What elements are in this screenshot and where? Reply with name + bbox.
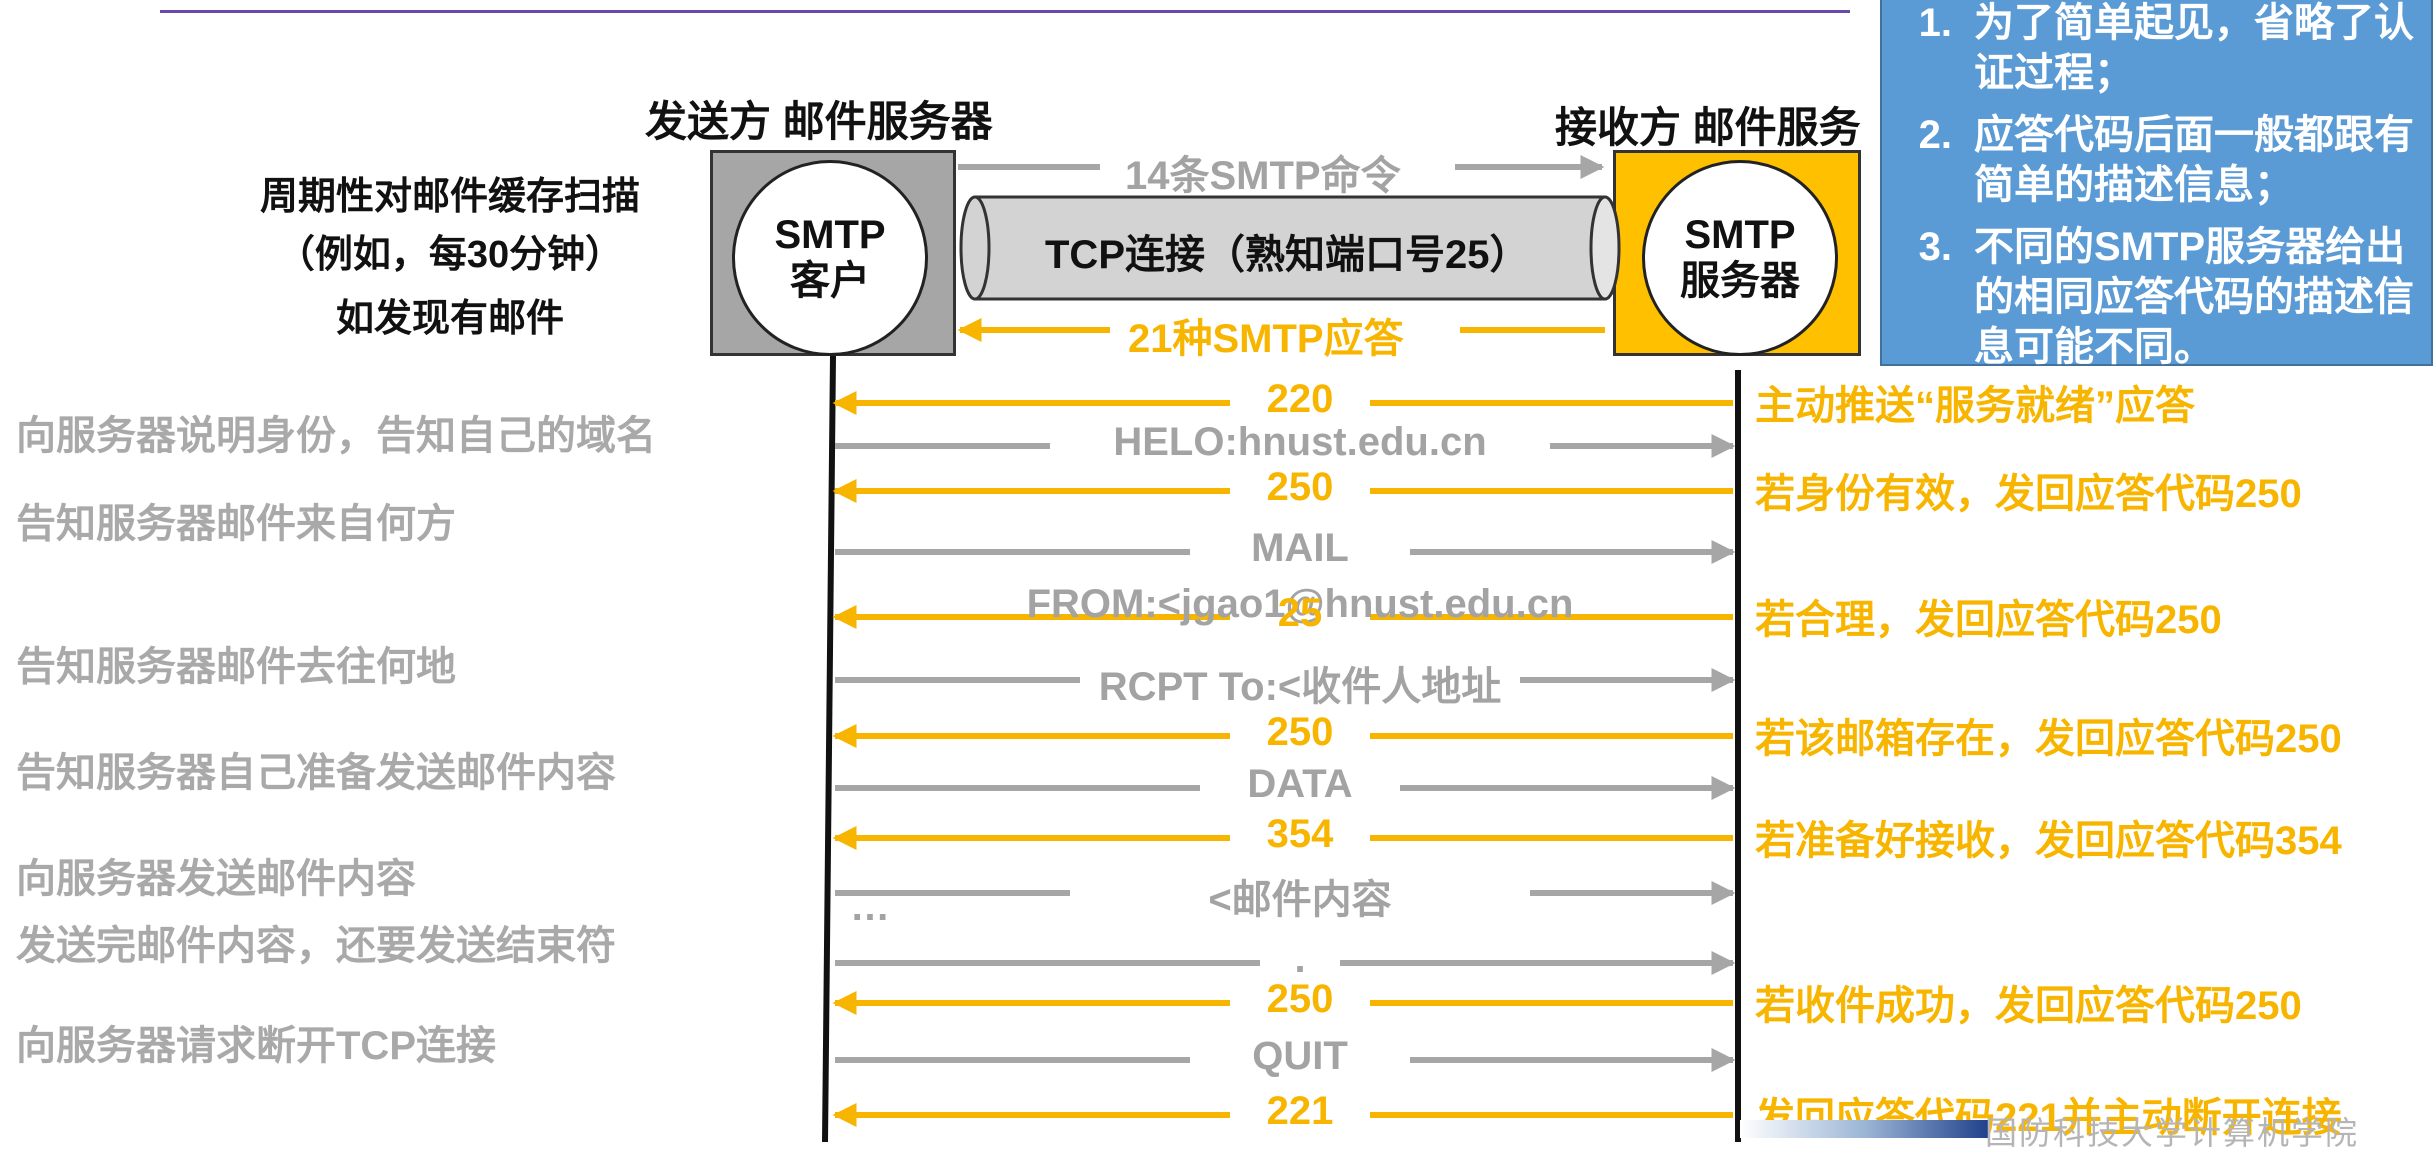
reply-code: 220	[1266, 377, 1334, 421]
commands-label: 14条SMTP命令	[1125, 154, 1401, 198]
server-step-description: 若合理，发回应答代码250	[1755, 598, 2222, 642]
server-step-description: 若准备好接收，发回应答代码354	[1755, 819, 2342, 863]
command-label: MAIL	[1251, 526, 1349, 570]
command-label: HELO:hnust.edu.cn	[1113, 420, 1487, 464]
ellipsis: …	[850, 885, 890, 929]
client-lifeline	[822, 355, 836, 1142]
footer-bar	[1740, 1120, 1990, 1138]
scan-note-line1: 周期性对邮件缓存扫描	[259, 176, 640, 218]
server-step-description: 若身份有效，发回应答代码250	[1755, 472, 2302, 516]
scan-note-line3: 如发现有邮件	[335, 298, 564, 340]
note-text: 为了简单起见，省略了认证过程；	[1974, 1, 2414, 95]
scan-note-line2: （例如，每30分钟）	[276, 234, 624, 276]
command-label: QUIT	[1252, 1034, 1348, 1078]
reply-code: 25	[1277, 591, 1323, 635]
tcp-label: TCP连接（熟知端口号25）	[1045, 233, 1530, 277]
note-item: 1. 为了简单起见，省略了认证过程；	[1882, 0, 2421, 98]
note-number: 2.	[1918, 113, 1952, 157]
reply-code: 250	[1266, 977, 1334, 1021]
receiver-title: 接收方 邮件服务	[1555, 104, 1861, 151]
command-label: <邮件内容	[1208, 878, 1392, 922]
smtp-server-line2: 服务器	[1680, 259, 1800, 303]
scan-note: 周期性对邮件缓存扫描 （例如，每30分钟） 如发现有邮件	[200, 168, 700, 348]
command-label: DATA	[1247, 762, 1353, 806]
tcp-pipe	[959, 195, 1621, 301]
client-step-description: 告知服务器自己准备发送邮件内容	[16, 751, 616, 795]
footer-text: 国防科技大学计算机学院	[1985, 1115, 2360, 1151]
sender-title: 发送方 邮件服务器	[645, 98, 993, 145]
note-item: 2. 应答代码后面一般都跟有简单的描述信息；	[1882, 110, 2421, 210]
reply-code: 250	[1266, 465, 1334, 509]
client-step-description: 发送完邮件内容，还要发送结束符	[16, 924, 616, 968]
client-step-description: 告知服务器邮件去往何地	[16, 645, 456, 689]
client-step-description: 向服务器说明身份，告知自己的域名	[16, 414, 656, 458]
note-number: 3.	[1918, 225, 1952, 269]
note-text: 不同的SMTP服务器给出的相同应答代码的描述信息可能不同。	[1974, 225, 2414, 369]
client-step-description: 告知服务器邮件来自何方	[16, 502, 456, 546]
smtp-client-circle: SMTP 客户	[732, 160, 928, 356]
note-item: 3. 不同的SMTP服务器给出的相同应答代码的描述信息可能不同。	[1882, 222, 2421, 372]
reply-code: 354	[1266, 812, 1334, 856]
smtp-server-circle: SMTP 服务器	[1642, 160, 1838, 356]
reply-code: 221	[1266, 1089, 1334, 1133]
smtp-client-line2: 客户	[790, 259, 870, 303]
client-step-description: 向服务器请求断开TCP连接	[16, 1024, 496, 1068]
notes-box: 1. 为了简单起见，省略了认证过程； 2. 应答代码后面一般都跟有简单的描述信息； 3.…	[1880, 0, 2433, 369]
replies-label: 21种SMTP应答	[1128, 317, 1404, 361]
command-label: RCPT To:<收件人地址	[1098, 665, 1502, 709]
note-number: 1.	[1918, 1, 1952, 45]
note-text: 应答代码后面一般都跟有简单的描述信息；	[1974, 113, 2414, 207]
client-step-description: 向服务器发送邮件内容	[16, 857, 416, 901]
server-step-description: 若该邮箱存在，发回应答代码250	[1755, 717, 2342, 761]
smtp-client-line1: SMTP	[774, 213, 886, 257]
smtp-server-line1: SMTP	[1684, 213, 1796, 257]
top-rule	[160, 10, 1850, 13]
reply-code: 250	[1266, 710, 1334, 754]
command-label: .	[1294, 937, 1306, 981]
command-label-line2: FROM:<jgao1@hnust.edu.cn	[1026, 582, 1574, 626]
server-step-description: 若收件成功，发回应答代码250	[1755, 984, 2302, 1028]
server-step-description: 主动推送“服务就绪”应答	[1755, 384, 2195, 428]
